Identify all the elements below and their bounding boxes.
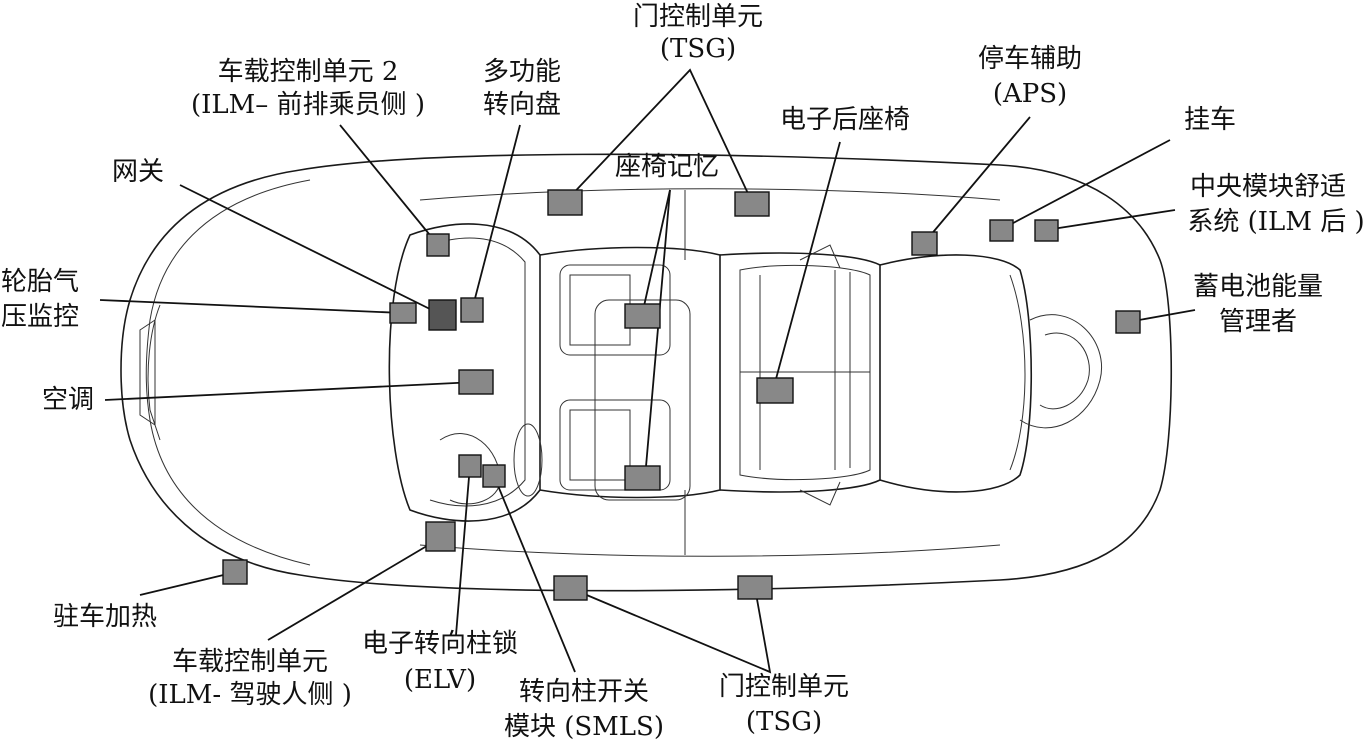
module-battery-mgmt [1115, 310, 1141, 334]
label-gateway: 网关 [112, 157, 164, 187]
label-tire-pressure-1: 轮胎气 [1, 267, 79, 297]
module-multi-steering [460, 297, 484, 323]
module-veh-ctrl-passenger [426, 233, 450, 257]
label-veh-ctrl-driver-1: 车载控制单元 [172, 647, 328, 677]
module-park-heating [222, 559, 248, 585]
label-multi-steering-2: 转向盘 [483, 90, 561, 120]
label-central-comfort-2: 系统 (ILM 后 ) [1187, 207, 1364, 237]
module-tire-pressure [389, 302, 417, 324]
module-trailer [989, 219, 1014, 242]
label-tire-pressure-2: 压监控 [1, 302, 79, 332]
label-multi-steering-1: 多功能 [483, 57, 561, 87]
label-battery-mgmt-2: 管理者 [1219, 307, 1297, 337]
label-battery-mgmt-1: 蓄电池能量 [1193, 272, 1323, 302]
label-steering-switch-2: 模块 (SMLS) [504, 712, 664, 742]
label-door-ctrl-top-1: 门控制单元 [633, 2, 763, 32]
module-seat-memory-front [624, 303, 661, 329]
label-aircon: 空调 [42, 385, 94, 415]
module-park-assist [911, 231, 938, 256]
module-veh-ctrl-driver [425, 521, 456, 552]
module-door-ctrl-rear-top [734, 191, 770, 217]
module-steering-lock [458, 454, 482, 478]
label-door-ctrl-top-2: (TSG) [660, 34, 736, 64]
module-door-ctrl-front-bottom [553, 575, 588, 601]
module-steering-switch [482, 464, 506, 488]
module-boxes [222, 189, 1141, 601]
label-park-assist-1: 停车辅助 [978, 44, 1082, 74]
label-steering-lock-2: (ELV) [404, 665, 476, 695]
module-central-comfort [1034, 219, 1059, 242]
label-seat-memory: 座椅记忆 [615, 152, 719, 182]
module-door-ctrl-rear-bottom [737, 575, 773, 600]
label-veh-ctrl-passenger-1: 车载控制单元 2 [218, 57, 399, 87]
label-veh-ctrl-passenger-2: (ILM– 前排乘员侧 ) [191, 90, 425, 120]
module-electric-rear-seat [756, 377, 794, 404]
leader-lines [99, 68, 1196, 674]
car-outline [120, 153, 1173, 592]
label-trailer: 挂车 [1184, 105, 1236, 135]
label-electric-rear-seat: 电子后座椅 [780, 105, 910, 135]
module-gateway [428, 299, 457, 331]
label-steering-switch-1: 转向柱开关 [519, 677, 649, 707]
label-steering-lock-1: 电子转向柱锁 [362, 629, 518, 659]
label-door-ctrl-bottom-2: (TSG) [746, 707, 822, 737]
module-door-ctrl-front-top [547, 189, 583, 216]
module-seat-memory-rear [624, 465, 661, 491]
label-door-ctrl-bottom-1: 门控制单元 [719, 672, 849, 702]
label-veh-ctrl-driver-2: (ILM- 驾驶人侧 ) [148, 680, 352, 710]
label-park-heating: 驻车加热 [53, 602, 157, 632]
label-park-assist-2: (APS) [993, 79, 1067, 109]
module-aircon [458, 369, 494, 395]
label-central-comfort-1: 中央模块舒适 [1190, 172, 1346, 202]
